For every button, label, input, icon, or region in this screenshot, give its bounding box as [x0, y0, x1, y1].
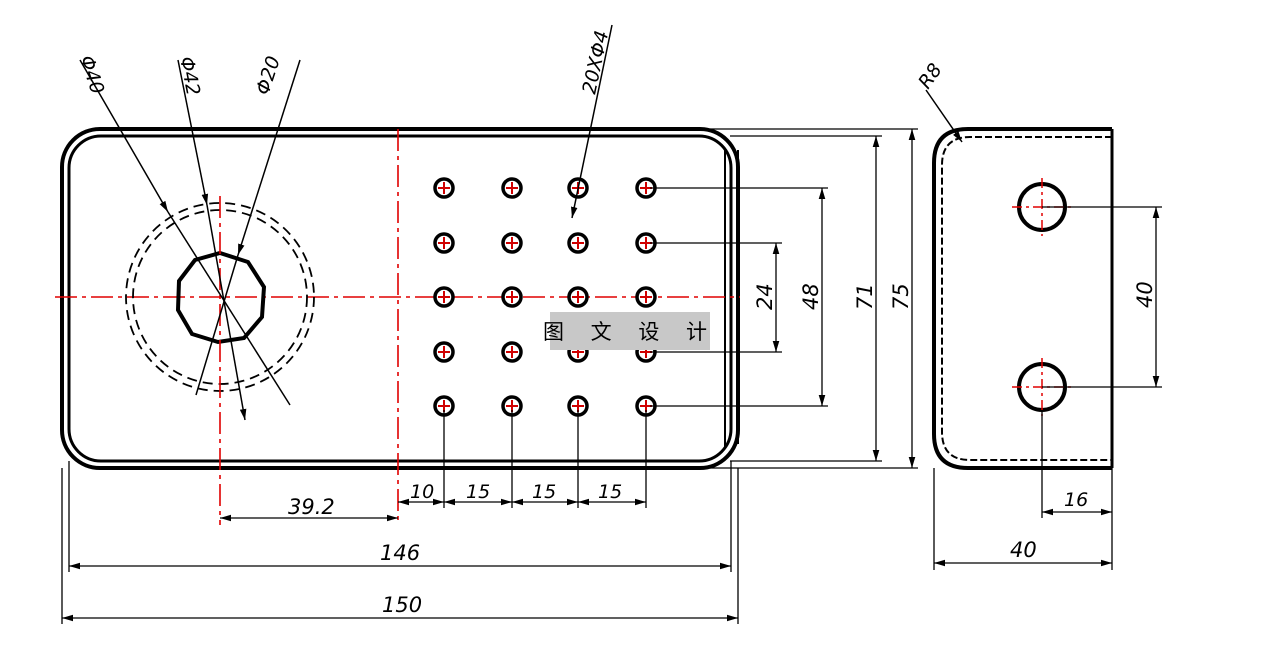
small-hole [567, 232, 589, 254]
height-48-label: 48 [799, 283, 823, 310]
dia-20-label: Φ20 [252, 54, 285, 98]
hole-offset-16-label: 16 [1064, 489, 1088, 511]
side-view: R8 40 16 40 [914, 60, 1162, 570]
small-hole [635, 177, 657, 199]
small-hole [501, 286, 523, 308]
small-hole [433, 286, 455, 308]
width-150-label: 150 [382, 593, 422, 617]
watermark-box: 图 文 设 计 [543, 312, 710, 350]
small-hole [635, 286, 657, 308]
bottom-dimension-lines [62, 498, 738, 622]
right-dimension-lines [772, 129, 916, 468]
small-hole [501, 177, 523, 199]
right-extension-lines [650, 128, 918, 469]
small-hole [433, 177, 455, 199]
height-24-label: 24 [753, 283, 777, 310]
diameter-leaders [79, 59, 301, 421]
side-profile-inner [941, 136, 1112, 461]
small-hole [501, 232, 523, 254]
width-146-label: 146 [380, 541, 420, 565]
bottom-extension-lines [61, 410, 739, 624]
r8-label: R8 [914, 60, 947, 93]
side-depth-dim [933, 468, 1112, 570]
watermark-text: 图 文 设 计 [542, 320, 718, 344]
small-hole [567, 286, 589, 308]
side-vertical-dim [1042, 206, 1162, 388]
dia-42-label: Φ42 [175, 55, 204, 98]
side-profile-outer [932, 127, 1112, 470]
dia-40-label: Φ40 [75, 53, 108, 97]
height-75-label: 75 [889, 283, 913, 310]
pitch-15a-label: 15 [466, 481, 490, 503]
small-hole [433, 341, 455, 363]
side-offset-dim [1041, 410, 1113, 570]
depth-40-label: 40 [1010, 538, 1037, 562]
pitch-10-label: 10 [410, 481, 434, 503]
front-view: Φ40 Φ42 Φ20 20XΦ4 24 48 71 75 [55, 24, 918, 624]
hole-pattern-label: 20XΦ4 [578, 29, 613, 96]
pitch-15c-label: 15 [598, 481, 622, 503]
polygon-hole [175, 250, 267, 345]
pitch-15b-label: 15 [532, 481, 556, 503]
large-hole [125, 196, 315, 525]
hole-spacing-40-label: 40 [1133, 281, 1157, 308]
hole-pattern-leader [571, 24, 613, 219]
small-hole [501, 341, 523, 363]
r8-leader [925, 89, 963, 143]
offset-39-2-label: 39.2 [288, 495, 335, 519]
height-71-label: 71 [853, 283, 877, 310]
plate-outline-inner [67, 134, 733, 463]
small-hole [433, 232, 455, 254]
